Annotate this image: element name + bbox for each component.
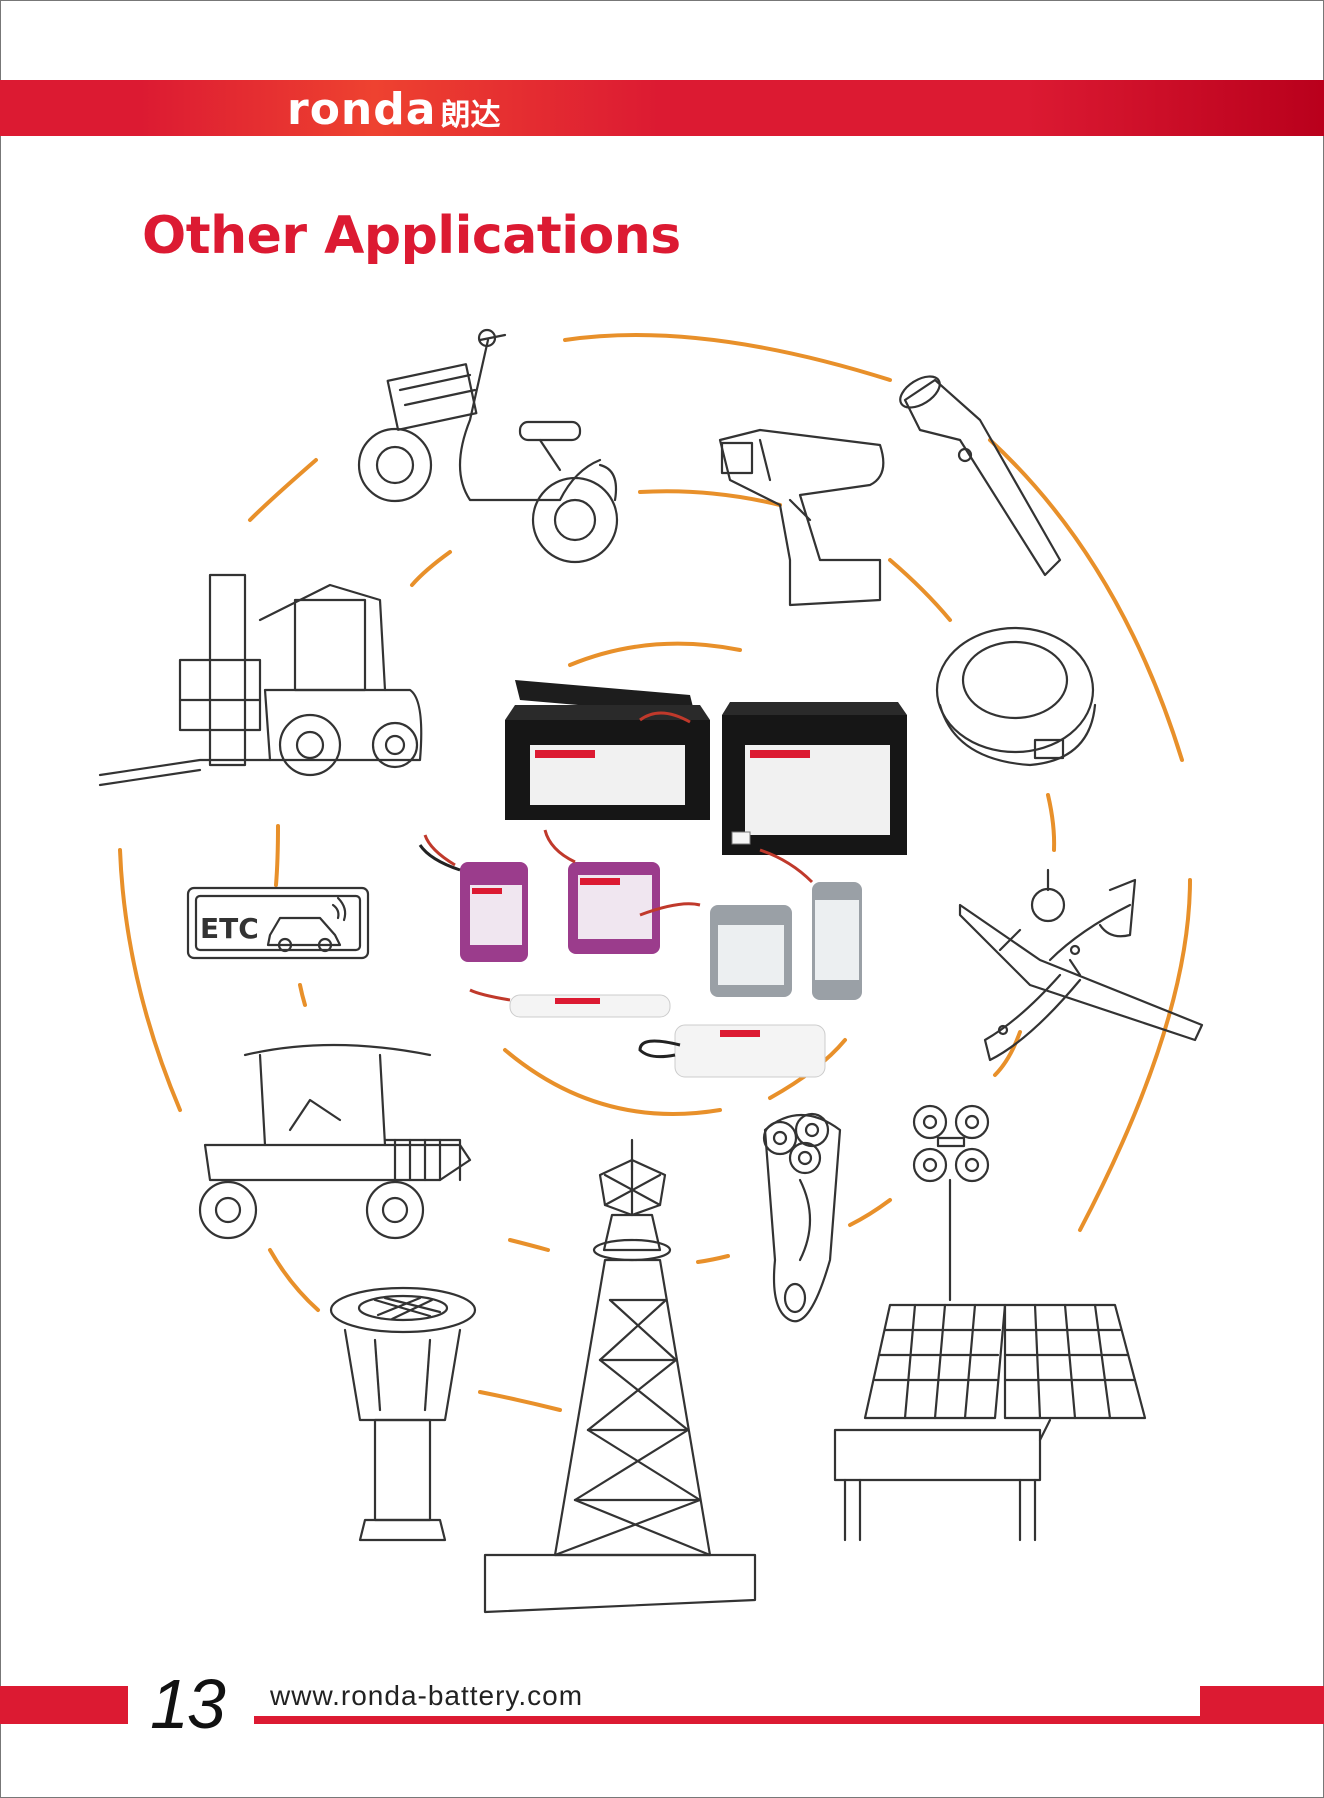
solar-lamp-illustration <box>329 1286 477 1542</box>
white-stick-battery-2 <box>638 1024 826 1078</box>
silver-battery-pack <box>639 902 792 997</box>
flashlight-illustration <box>899 375 1062 577</box>
shaver-illustration <box>762 1112 842 1323</box>
forklift-illustration <box>98 573 423 787</box>
page-title: Other Applications <box>142 206 681 266</box>
logo-text: ronda <box>287 83 437 135</box>
website-link[interactable]: www.ronda-battery.com <box>270 1680 584 1711</box>
airplane-illustration <box>958 868 1204 1062</box>
tower-illustration <box>483 1138 757 1614</box>
drill-illustration <box>718 428 885 607</box>
middle-dashed-circle <box>268 489 1057 1412</box>
solar-light-tower-illustration <box>833 1104 1147 1542</box>
lead-acid-battery-right <box>722 702 907 855</box>
header-glow <box>140 80 660 136</box>
outer-dashed-circle <box>118 333 1192 1232</box>
purple-battery-pack-large <box>543 829 660 954</box>
golf-cart-illustration <box>198 1043 472 1240</box>
logo-cn: 朗达 <box>440 98 501 133</box>
robot-vacuum-illustration <box>935 626 1097 767</box>
tall-silver-battery-pack <box>731 831 862 1000</box>
lead-acid-battery-left <box>505 680 710 820</box>
footer-line <box>254 1716 1324 1724</box>
purple-battery-pack-small <box>418 834 528 962</box>
white-stick-battery-1 <box>469 988 671 1018</box>
battery-products <box>418 680 907 1078</box>
etc-sign-illustration <box>186 886 370 960</box>
brand-logo: ronda 朗达 <box>287 83 501 135</box>
header-fade <box>1024 80 1324 136</box>
etc-sign-label: ETC <box>200 912 259 945</box>
page-number: 13 <box>150 1665 226 1743</box>
scooter-illustration <box>357 328 619 564</box>
footer-bar-left <box>0 1686 128 1724</box>
